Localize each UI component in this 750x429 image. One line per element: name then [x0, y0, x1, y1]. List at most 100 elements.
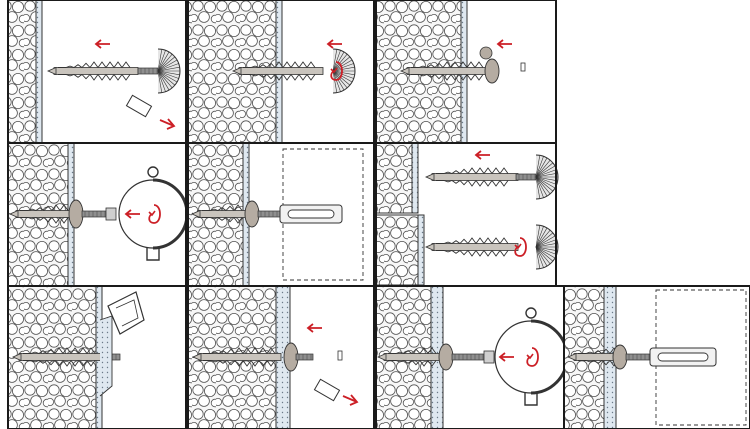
screw-thread — [491, 167, 501, 187]
screw-thread — [475, 237, 485, 257]
wall-lip — [99, 315, 113, 397]
fan-head-rib — [535, 157, 548, 178]
screw-thread — [266, 62, 276, 80]
washer-cap — [479, 46, 493, 60]
fan-head-rib — [332, 70, 354, 79]
hex-nut — [483, 350, 495, 364]
screw-thread — [474, 61, 484, 81]
fan-head-rib — [157, 70, 179, 79]
screw-thread — [73, 64, 83, 78]
screw-thread — [298, 61, 308, 81]
panel-row3-a — [7, 285, 187, 429]
screw-thread — [475, 167, 485, 187]
panel-row3-d — [563, 285, 750, 429]
panel-frame — [187, 285, 375, 429]
fan-head-rib — [157, 66, 180, 72]
rotate-arrow-head — [330, 67, 338, 74]
fan-head-rib — [157, 70, 180, 76]
fan-head-rib — [535, 176, 557, 185]
screw-tip — [47, 66, 57, 76]
clamp-band — [530, 319, 569, 395]
fan-head-rib — [157, 70, 166, 92]
screw-tip — [232, 66, 242, 76]
screw-thread — [436, 173, 444, 181]
threaded-rod — [625, 353, 651, 361]
fan-head-rib — [535, 176, 541, 199]
screw-thread — [467, 167, 477, 187]
screw-shank — [197, 210, 251, 218]
fan-head-rib — [157, 50, 166, 72]
screw-thread — [443, 171, 453, 183]
panel-row3-c — [375, 285, 569, 429]
screw-thread — [242, 347, 252, 367]
fan-head-rib — [332, 53, 348, 72]
clamp-eye — [525, 307, 537, 319]
screw-thread — [233, 204, 243, 224]
screw-thread — [81, 62, 91, 80]
washer — [484, 58, 500, 84]
guide-outline — [655, 289, 747, 426]
hex-nut — [105, 207, 117, 221]
masonry-wall — [375, 214, 419, 286]
fan-head-rib — [535, 226, 544, 248]
masonry-wall — [375, 142, 413, 214]
plaster-layer — [417, 214, 425, 286]
fan-head-rib — [535, 246, 548, 267]
clamp-foot — [146, 248, 160, 261]
screw-shank — [18, 353, 102, 361]
screw-anchor — [192, 347, 282, 367]
setting-tool-inner — [115, 299, 139, 327]
fan-head-rib — [157, 70, 170, 91]
screw-anchor — [47, 61, 139, 81]
push-left-arrow — [326, 39, 342, 49]
fan-head-rib — [157, 53, 173, 72]
screw-thread — [467, 237, 477, 257]
screw-thread — [458, 61, 468, 81]
fan-head-rib — [535, 242, 558, 248]
fan-head-rib — [332, 70, 338, 93]
screw-thread — [250, 347, 260, 367]
screw-thread — [62, 347, 72, 367]
screw-anchor — [400, 61, 490, 81]
screw-thread — [43, 205, 53, 223]
fan-head-rib — [535, 246, 554, 262]
fan-head-rib — [535, 229, 551, 248]
fan-head-rib — [535, 235, 556, 248]
screw-anchor — [9, 204, 73, 224]
screw-thread — [46, 348, 56, 366]
washer — [68, 199, 84, 229]
screw-thread — [266, 347, 276, 367]
screw-thread — [243, 67, 251, 75]
screw-thread — [86, 347, 96, 367]
fan-head-rib — [535, 165, 556, 178]
screw-thread — [105, 61, 115, 81]
fan-head-rib — [535, 172, 558, 178]
fan-head-rib — [535, 176, 554, 192]
fan-head-rib — [535, 246, 557, 255]
push-right-arrow — [342, 394, 359, 406]
rotate-arrow-head — [526, 353, 534, 360]
screw-shank — [406, 67, 490, 75]
fan-head-rib — [332, 70, 351, 86]
push-left-arrow — [124, 209, 140, 219]
fan-head-rib — [332, 66, 355, 72]
screw-thread — [217, 207, 227, 221]
rotate-arrow — [514, 237, 527, 257]
screw-thread — [30, 351, 40, 363]
rod-connector — [279, 204, 343, 224]
washer — [612, 344, 628, 370]
screw-thread — [443, 241, 453, 253]
threaded-rod — [295, 353, 314, 361]
screw-thread — [274, 61, 284, 81]
screw-thread — [54, 347, 64, 367]
screw-thread — [70, 347, 80, 367]
fan-head-rib — [157, 49, 163, 72]
screw-thread — [601, 348, 611, 366]
fan-head-rib — [332, 70, 355, 76]
screw-tip — [567, 352, 577, 362]
push-left-arrow — [306, 323, 322, 333]
screw-thread — [434, 62, 444, 80]
threaded-rod — [451, 353, 487, 361]
